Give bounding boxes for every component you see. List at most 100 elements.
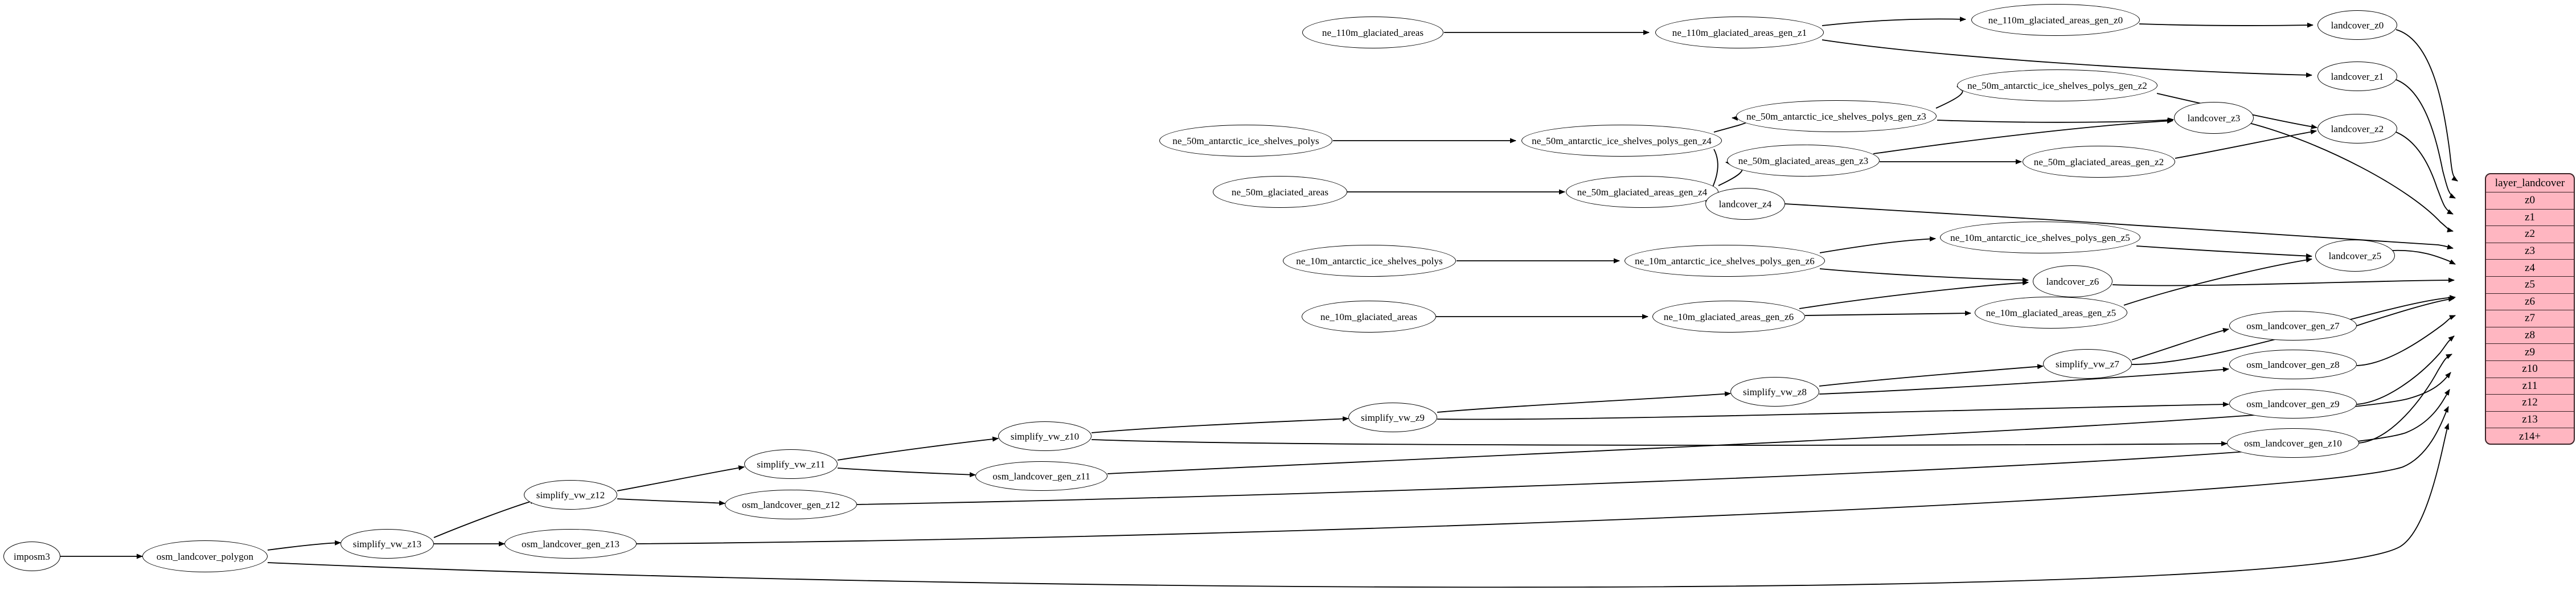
table-row-z5[interactable]: z5	[2486, 277, 2574, 294]
table-row-z11[interactable]: z11	[2486, 378, 2574, 395]
table-row-z1[interactable]: z1	[2486, 210, 2574, 227]
graph-edge-osm_landcover_polygon--simplify_vw_z13	[267, 540, 341, 551]
graph-edge-ne_50m_glaciated_areas_gen_z2--landcover_z2	[2175, 129, 2317, 159]
graph-node-simplify_vw_z11[interactable]: simplify_vw_z11	[744, 449, 838, 479]
graph-node-ne_50m_glaciated_areas_gen_z2[interactable]: ne_50m_glaciated_areas_gen_z2	[2023, 146, 2175, 178]
table-row-z14plus[interactable]: z14+	[2518, 430, 2541, 443]
graph-node-ne_10m_antarctic_ice_shelves_polys_gen_z5[interactable]: ne_10m_antarctic_ice_shelves_polys_gen_z…	[1940, 222, 2140, 253]
graph-edge-ne_10m_antarctic_ice_shelves_polys_gen_z5--landcover_z5	[2136, 245, 2312, 259]
table-row-z4[interactable]: z4	[2486, 260, 2574, 277]
graph-edge-landcover_z6--table_z6	[2112, 277, 2455, 286]
graph-edge-simplify_vw_z12--osm_landcover_gen_z12	[617, 498, 725, 506]
graph-node-label: ne_10m_antarctic_ice_shelves_polys_gen_z…	[1950, 232, 2130, 243]
graph-node-label: simplify_vw_z9	[1361, 412, 1425, 423]
graph-node-ne_50m_antarctic_ice_shelves_polys_gen_z4[interactable]: ne_50m_antarctic_ice_shelves_polys_gen_z…	[1521, 125, 1722, 157]
table-row-z12[interactable]: z12	[2486, 395, 2574, 412]
graph-edge-simplify_vw_z8--osm_landcover_gen_z8	[1819, 367, 2229, 395]
graph-node-label: simplify_vw_z11	[757, 458, 825, 470]
graph-node-ne_10m_glaciated_areas_gen_z5[interactable]: ne_10m_glaciated_areas_gen_z5	[1975, 297, 2127, 329]
graph-node-ne_110m_glaciated_areas_gen_z1[interactable]: ne_110m_glaciated_areas_gen_z1	[1655, 17, 1824, 48]
graph-node-simplify_vw_z13[interactable]: simplify_vw_z13	[341, 529, 434, 559]
graph-node-label: ne_110m_glaciated_areas	[1322, 27, 1424, 38]
graph-node-label: osm_landcover_gen_z11	[992, 470, 1090, 482]
graph-node-landcover_z3[interactable]: landcover_z3	[2174, 102, 2254, 134]
graph-node-ne_50m_glaciated_areas_gen_z4[interactable]: ne_50m_glaciated_areas_gen_z4	[1566, 176, 1718, 208]
graph-node-simplify_vw_z7[interactable]: simplify_vw_z7	[2043, 349, 2132, 379]
graph-edge-osm_landcover_gen_z9--table_z9	[2356, 335, 2455, 405]
graph-node-simplify_vw_z10[interactable]: simplify_vw_z10	[998, 421, 1092, 451]
graph-node-landcover_z2[interactable]: landcover_z2	[2317, 114, 2397, 143]
graph-node-osm_landcover_gen_z8[interactable]: osm_landcover_gen_z8	[2229, 350, 2357, 379]
graph-node-ne_50m_glaciated_areas[interactable]: ne_50m_glaciated_areas	[1213, 176, 1347, 208]
graph-node-osm_landcover_gen_z7[interactable]: osm_landcover_gen_z7	[2229, 311, 2357, 341]
graph-node-label: landcover_z2	[2331, 123, 2384, 134]
table-header: layer_landcover	[2486, 174, 2574, 192]
graph-node-osm_landcover_gen_z9[interactable]: osm_landcover_gen_z9	[2229, 389, 2357, 419]
graph-node-ne_10m_antarctic_ice_shelves_polys_gen_z6[interactable]: ne_10m_antarctic_ice_shelves_polys_gen_z…	[1625, 245, 1825, 277]
graph-node-landcover_z6[interactable]: landcover_z6	[2033, 265, 2113, 297]
graph-edge-ne_50m_antarctic_ice_shelves_polys_gen_z3--ne_50m_antarctic_ice_shelves_polys_gen_z2	[1935, 86, 1963, 109]
graph-node-label: simplify_vw_z12	[536, 489, 605, 501]
graph-node-label: simplify_vw_z13	[352, 538, 422, 550]
graph-edge-simplify_vw_z12--simplify_vw_z11	[617, 465, 745, 491]
table-row-z10[interactable]: z10	[2486, 361, 2574, 378]
graph-edge-landcover_z0--table_z0	[2395, 29, 2458, 182]
graph-edge-simplify_vw_z7--osm_landcover_gen_z7	[2131, 327, 2229, 360]
graph-node-label: ne_10m_glaciated_areas	[1320, 311, 1418, 322]
graph-edge-ne_10m_glaciated_areas_gen_z6--ne_10m_glaciated_areas_gen_z5	[1804, 310, 1971, 316]
graph-node-ne_10m_glaciated_areas_gen_z6[interactable]: ne_10m_glaciated_areas_gen_z6	[1652, 301, 1805, 333]
graph-node-ne_10m_antarctic_ice_shelves_polys[interactable]: ne_10m_antarctic_ice_shelves_polys	[1283, 245, 1456, 277]
graph-node-ne_50m_antarctic_ice_shelves_polys_gen_z3[interactable]: ne_50m_antarctic_ice_shelves_polys_gen_z…	[1736, 100, 1937, 132]
table-row-z9[interactable]: z9	[2486, 344, 2574, 361]
graph-node-label: landcover_z6	[2046, 276, 2099, 287]
table-row-z13[interactable]: z13	[2486, 412, 2574, 429]
graph-node-landcover_z0[interactable]: landcover_z0	[2317, 10, 2397, 40]
graph-node-ne_50m_glaciated_areas_gen_z3[interactable]: ne_50m_glaciated_areas_gen_z3	[1727, 145, 1880, 177]
graph-node-ne_10m_glaciated_areas[interactable]: ne_10m_glaciated_areas	[1302, 301, 1436, 333]
graph-node-label: landcover_z0	[2331, 19, 2384, 31]
table-row-z3[interactable]: z3	[2486, 243, 2574, 260]
table-row-z8[interactable]: z8	[2486, 327, 2574, 345]
graph-edge-ne_50m_antarctic_ice_shelves_polys_gen_z3--landcover_z3	[1937, 117, 2174, 123]
graph-node-simplify_vw_z8[interactable]: simplify_vw_z8	[1730, 377, 1819, 407]
table-row-z2[interactable]: z2	[2486, 226, 2574, 243]
graph-node-label: simplify_vw_z8	[1743, 386, 1807, 397]
graph-node-label: ne_50m_glaciated_areas_gen_z4	[1577, 186, 1708, 198]
graph-node-ne_110m_glaciated_areas_gen_z0[interactable]: ne_110m_glaciated_areas_gen_z0	[1971, 4, 2140, 36]
graph-node-osm_landcover_gen_z13[interactable]: osm_landcover_gen_z13	[504, 529, 637, 559]
graph-node-label: ne_10m_glaciated_areas_gen_z5	[1986, 307, 2116, 318]
graph-node-label: ne_10m_antarctic_ice_shelves_polys_gen_z…	[1635, 255, 1815, 266]
graph-edge-osm_landcover_gen_z10--table_z10	[2358, 354, 2452, 444]
graph-node-ne_50m_antarctic_ice_shelves_polys_gen_z2[interactable]: ne_50m_antarctic_ice_shelves_polys_gen_z…	[1957, 69, 2157, 101]
graph-edge-ne_10m_antarctic_ice_shelves_polys_gen_z6--ne_10m_antarctic_ice_shelves_polys_gen_z5	[1819, 236, 1936, 253]
graph-node-landcover_z5[interactable]: landcover_z5	[2315, 240, 2395, 272]
graph-node-label: simplify_vw_z10	[1010, 430, 1080, 442]
graph-node-imposm3[interactable]: imposm3	[3, 542, 60, 571]
graph-edge-osm_landcover_gen_z12--table_z12	[856, 389, 2450, 505]
graph-node-ne_50m_antarctic_ice_shelves_polys[interactable]: ne_50m_antarctic_ice_shelves_polys	[1159, 125, 1332, 157]
graph-edge-simplify_vw_z10--osm_landcover_gen_z10	[1091, 439, 2228, 446]
graph-node-label: ne_110m_glaciated_areas_gen_z1	[1672, 27, 1807, 38]
graph-node-label: ne_110m_glaciated_areas_gen_z0	[1988, 14, 2123, 26]
graph-node-ne_110m_glaciated_areas[interactable]: ne_110m_glaciated_areas	[1302, 17, 1443, 48]
graph-edge-landcover_z2--table_z2	[2395, 132, 2454, 215]
graph-edge-osm_landcover_gen_z7--table_z7	[2356, 297, 2455, 326]
graph-node-osm_landcover_gen_z12[interactable]: osm_landcover_gen_z12	[725, 490, 857, 519]
graph-node-simplify_vw_z9[interactable]: simplify_vw_z9	[1348, 403, 1437, 432]
graph-node-osm_landcover_gen_z11[interactable]: osm_landcover_gen_z11	[975, 461, 1107, 491]
table-row-z7[interactable]: z7	[2486, 310, 2574, 327]
graph-node-osm_landcover_polygon[interactable]: osm_landcover_polygon	[142, 540, 268, 572]
graph-node-landcover_z1[interactable]: landcover_z1	[2317, 61, 2397, 91]
table-row-z6[interactable]: z6	[2486, 294, 2574, 311]
graph-node-label: ne_10m_glaciated_areas_gen_z6	[1663, 311, 1794, 322]
graph-node-label: ne_50m_glaciated_areas	[1231, 186, 1329, 198]
graph-node-label: ne_50m_antarctic_ice_shelves_polys_gen_z…	[1532, 135, 1712, 146]
graph-node-landcover_z4[interactable]: landcover_z4	[1705, 188, 1785, 220]
graph-node-label: ne_50m_antarctic_ice_shelves_polys	[1172, 135, 1319, 146]
graph-node-simplify_vw_z12[interactable]: simplify_vw_z12	[524, 480, 617, 510]
graph-node-label: landcover_z3	[2187, 112, 2241, 124]
table-row-z0[interactable]: z0	[2486, 192, 2574, 210]
graph-node-osm_landcover_gen_z10[interactable]: osm_landcover_gen_z10	[2227, 428, 2359, 458]
